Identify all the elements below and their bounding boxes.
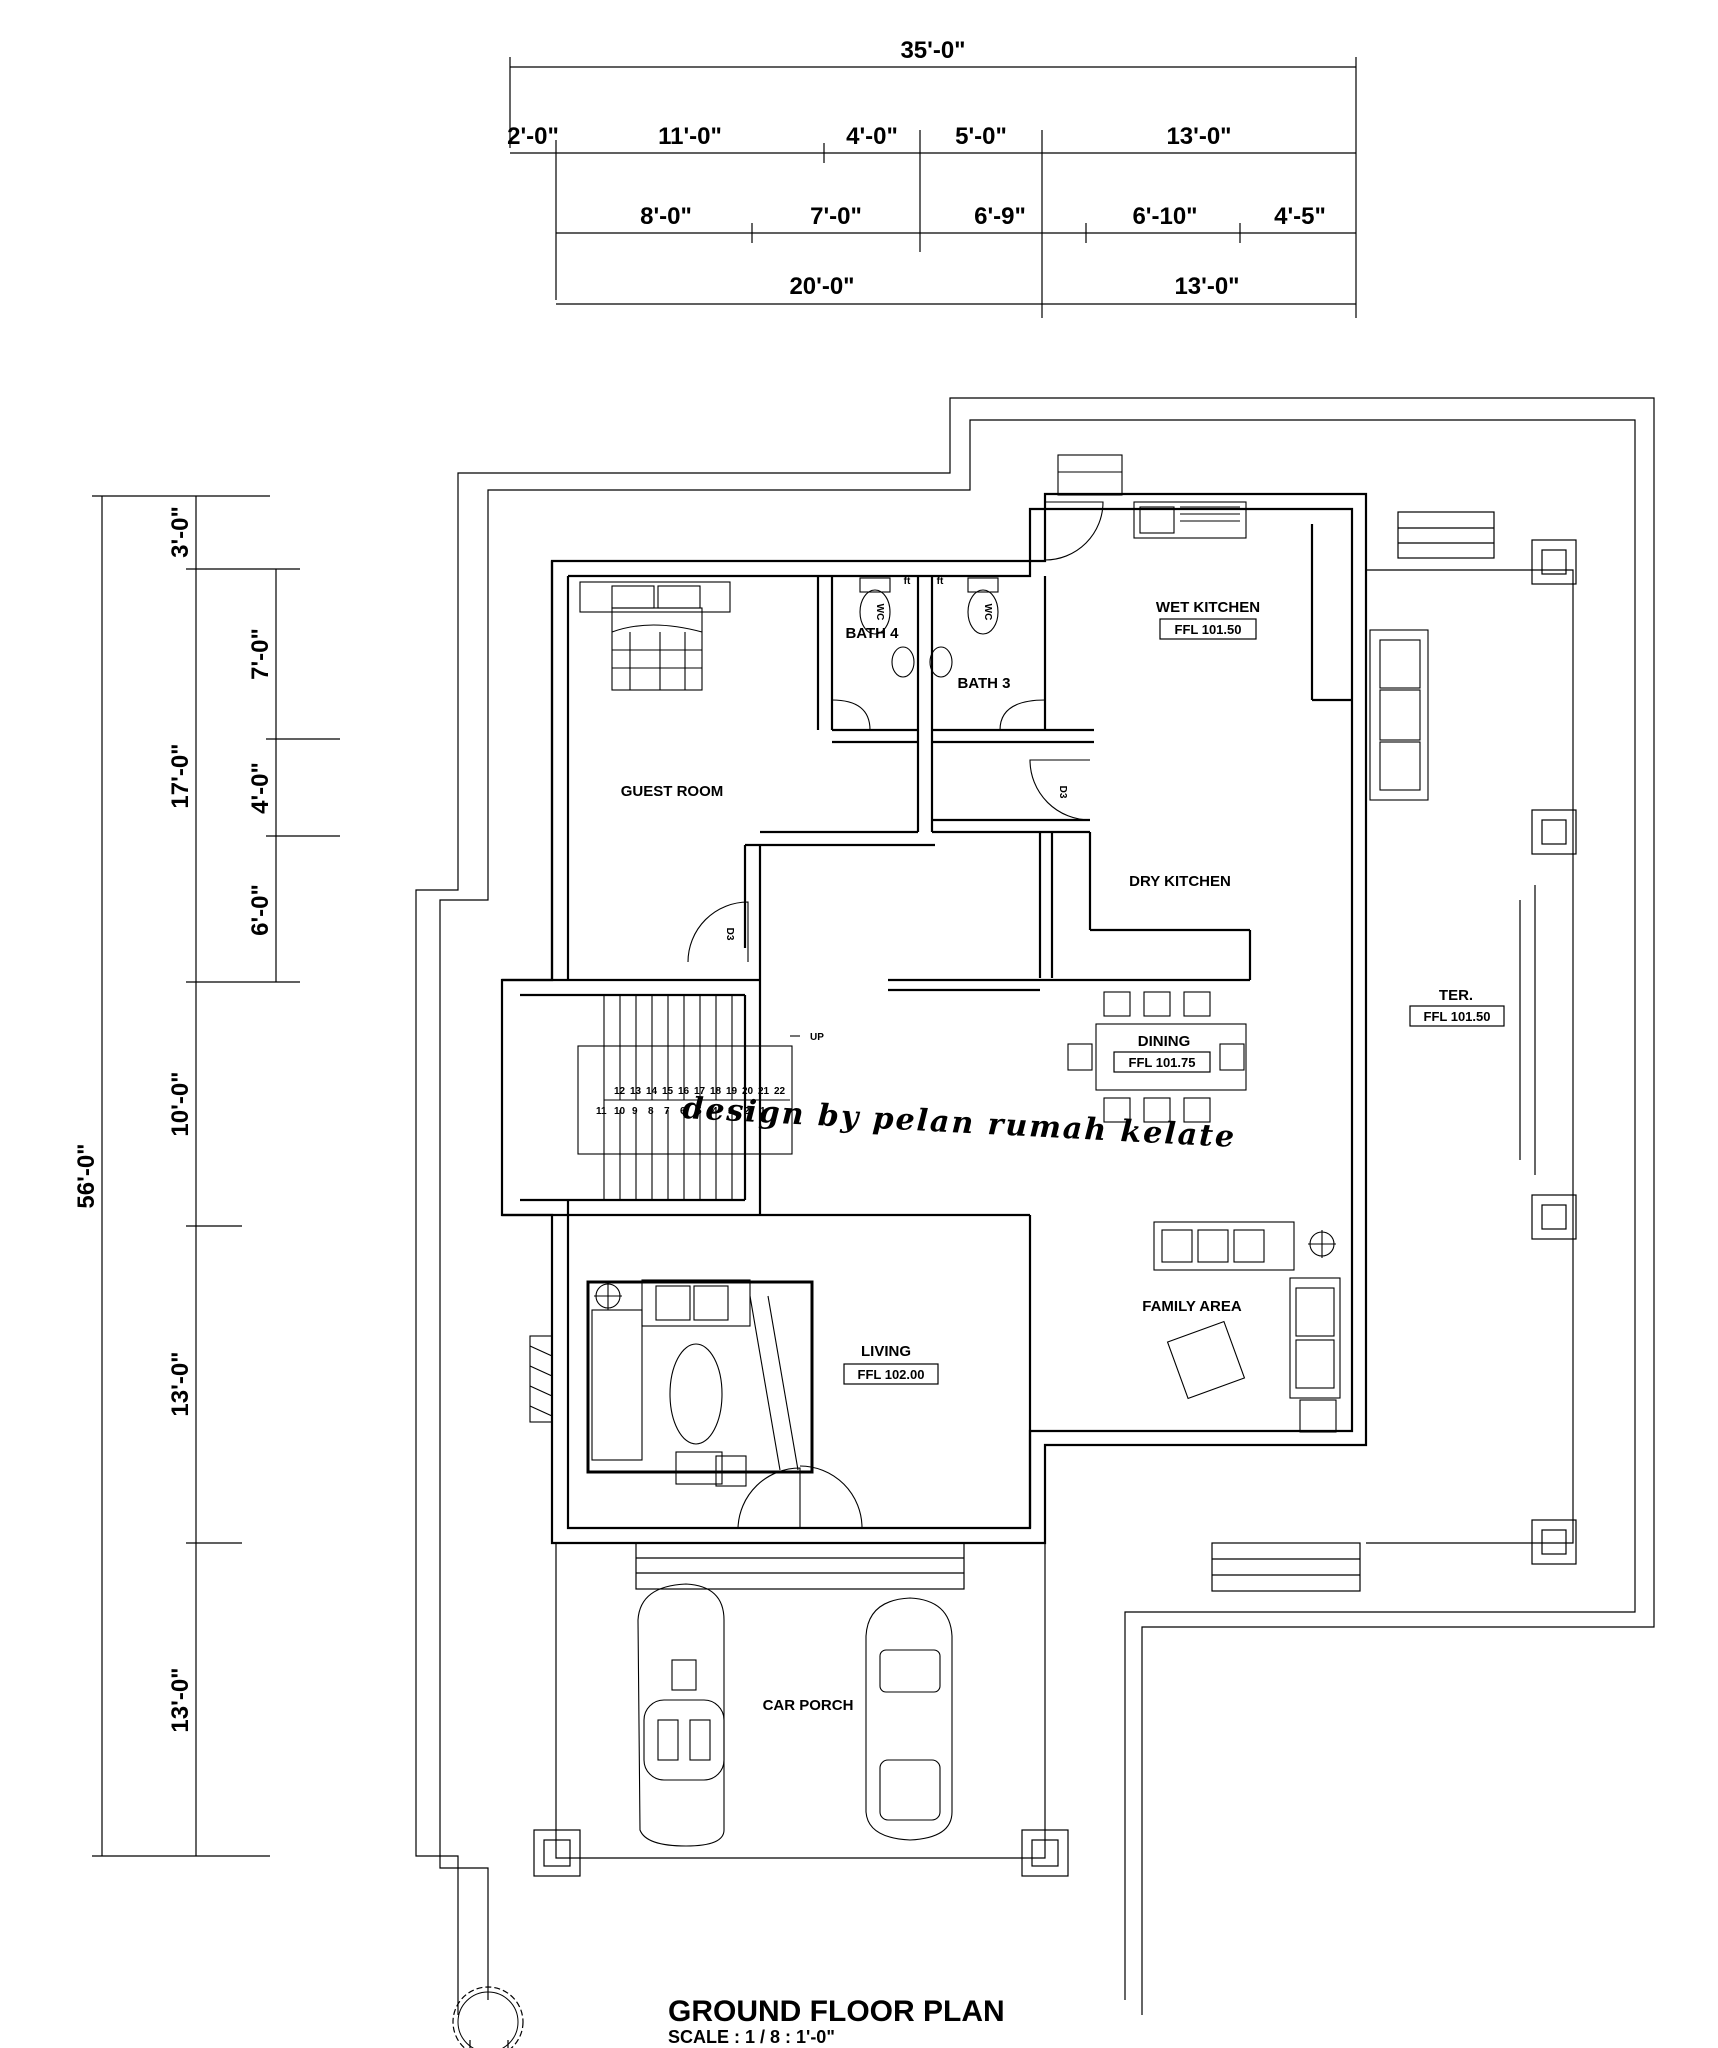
dim-bottom-1: 20'-0": [789, 273, 854, 300]
stair-step: 2: [744, 1106, 750, 1117]
ffl-wet-kitchen: FFL 101.50: [1175, 622, 1242, 637]
stair-step: 4: [712, 1106, 718, 1117]
dining-table-icon: [1067, 991, 1247, 1123]
dim-inner-1: 7'-0": [247, 628, 274, 680]
room-label-dry-kitchen: DRY KITCHEN: [1129, 873, 1231, 890]
wc-label-bath4: WC: [874, 604, 885, 621]
dim-top-5: 13'-0": [1166, 123, 1231, 150]
room-label-wet-kitchen: WET KITCHEN: [1156, 599, 1260, 616]
dim-inner-2: 4'-0": [247, 762, 274, 814]
septic-tank-inner-icon: [457, 1991, 519, 2048]
septic-tank-icon: [452, 1986, 524, 2048]
dim-inner-3: 6'-0": [247, 884, 274, 936]
stair-step: 5: [696, 1106, 702, 1117]
stair-step: 17: [694, 1086, 706, 1097]
room-label-family-area: FAMILY AREA: [1142, 1298, 1242, 1315]
ffl-box-living: [843, 1363, 939, 1385]
car-right-icon: [865, 1597, 953, 1841]
room-label-terrace: TER.: [1439, 987, 1473, 1004]
room-label-guest: GUEST ROOM: [621, 783, 724, 800]
room-label-bath4: BATH 4: [845, 625, 899, 642]
stair-up-label: UP: [810, 1032, 824, 1043]
room-label-bath3: BATH 3: [957, 675, 1010, 692]
top-dimension-lines: [509, 57, 1357, 318]
car-porch-area: [533, 1542, 1069, 1877]
stair-step: 21: [758, 1086, 770, 1097]
stair-step: 14: [646, 1086, 658, 1097]
ffl-living: FFL 102.00: [858, 1367, 925, 1382]
stair-step: 3: [728, 1106, 734, 1117]
dim-mid-4: 6'-10": [1132, 203, 1197, 230]
bath4-fixtures: [831, 577, 915, 731]
dim-mid-5: 4'-5": [1274, 203, 1326, 230]
dim-left-1: 3'-0": [167, 506, 194, 558]
dim-mid-3: 6'-9": [974, 203, 1026, 230]
stair-step: 9: [632, 1106, 638, 1117]
stair-step: 16: [678, 1086, 690, 1097]
ft-label-2: ft: [937, 576, 944, 587]
ffl-dining: FFL 101.75: [1129, 1055, 1196, 1070]
dim-mid-1: 8'-0": [640, 203, 692, 230]
stair-step: 13: [630, 1086, 642, 1097]
stair-step: 15: [662, 1086, 674, 1097]
living-furniture-icon: [529, 1279, 814, 1487]
ffl-box-dining: [1113, 1051, 1211, 1073]
ft-label-1: ft: [904, 576, 911, 587]
drawing-scale: SCALE : 1 / 8 : 1'-0": [668, 2027, 835, 2047]
door-label-guest: D3: [724, 928, 735, 941]
dim-left-2: 17'-0": [167, 743, 194, 808]
dim-top-4: 5'-0": [955, 123, 1007, 150]
dim-mid-2: 7'-0": [810, 203, 862, 230]
dim-top-1: 2'-0": [507, 123, 559, 150]
designer-watermark: design by pelan rumah kelate: [682, 1091, 1237, 1155]
dim-top-2: 11'-0": [658, 123, 722, 150]
dim-left-3: 10'-0": [167, 1071, 194, 1136]
stair-step: 10: [614, 1106, 626, 1117]
stair-step: 7: [664, 1106, 670, 1117]
ffl-terrace: FFL 101.50: [1424, 1009, 1491, 1024]
dim-top-3: 4'-0": [846, 123, 898, 150]
dim-left-5: 13'-0": [167, 1667, 194, 1732]
room-label-car-porch: CAR PORCH: [763, 1697, 854, 1714]
kitchen-sink-icon: [1057, 454, 1247, 539]
ffl-box-terrace: [1409, 1005, 1505, 1027]
ffl-box-wet-kitchen: [1159, 618, 1257, 640]
dim-bottom-2: 13'-0": [1174, 273, 1239, 300]
outer-boundary: [415, 397, 1655, 2048]
stair-step: 11: [596, 1106, 607, 1117]
guest-bed-icon: [579, 581, 731, 691]
family-sofa-icon: [1153, 1221, 1341, 1433]
door-label-kitchen: D3: [1057, 786, 1068, 799]
left-dimension-lines: [92, 495, 340, 1857]
wc-label-bath3: WC: [982, 604, 993, 621]
dim-overall-width: 35'-0": [900, 37, 965, 64]
dim-overall-depth: 56'-0": [73, 1143, 100, 1208]
stair-step: 12: [614, 1086, 626, 1097]
car-left-icon: [637, 1583, 725, 1847]
staircase: [577, 995, 800, 1200]
stair-numbers-lower: 11 10 9 8 7 6 5 4 3 2 1: [596, 1106, 766, 1117]
drawing-title: GROUND FLOOR PLAN: [668, 1995, 1005, 2028]
dim-left-4: 13'-0": [167, 1351, 194, 1416]
walls: [500, 492, 1368, 1545]
stair-step: 19: [726, 1086, 738, 1097]
room-label-living: LIVING: [861, 1343, 911, 1360]
stair-step: 20: [742, 1086, 754, 1097]
stair-step: 1: [760, 1106, 766, 1117]
stair-step: 18: [710, 1086, 722, 1097]
stair-step: 8: [648, 1106, 654, 1117]
stair-numbers-upper: 12 13 14 15 16 17 18 19 20 21 22: [614, 1086, 786, 1097]
room-label-dining: DINING: [1138, 1033, 1191, 1050]
terrace-area: [1211, 511, 1577, 1592]
bath3-fixtures: [929, 577, 1046, 731]
stair-step: 6: [680, 1106, 686, 1117]
terrace-sofa-icon: [1369, 629, 1429, 801]
stair-step: 22: [774, 1086, 786, 1097]
